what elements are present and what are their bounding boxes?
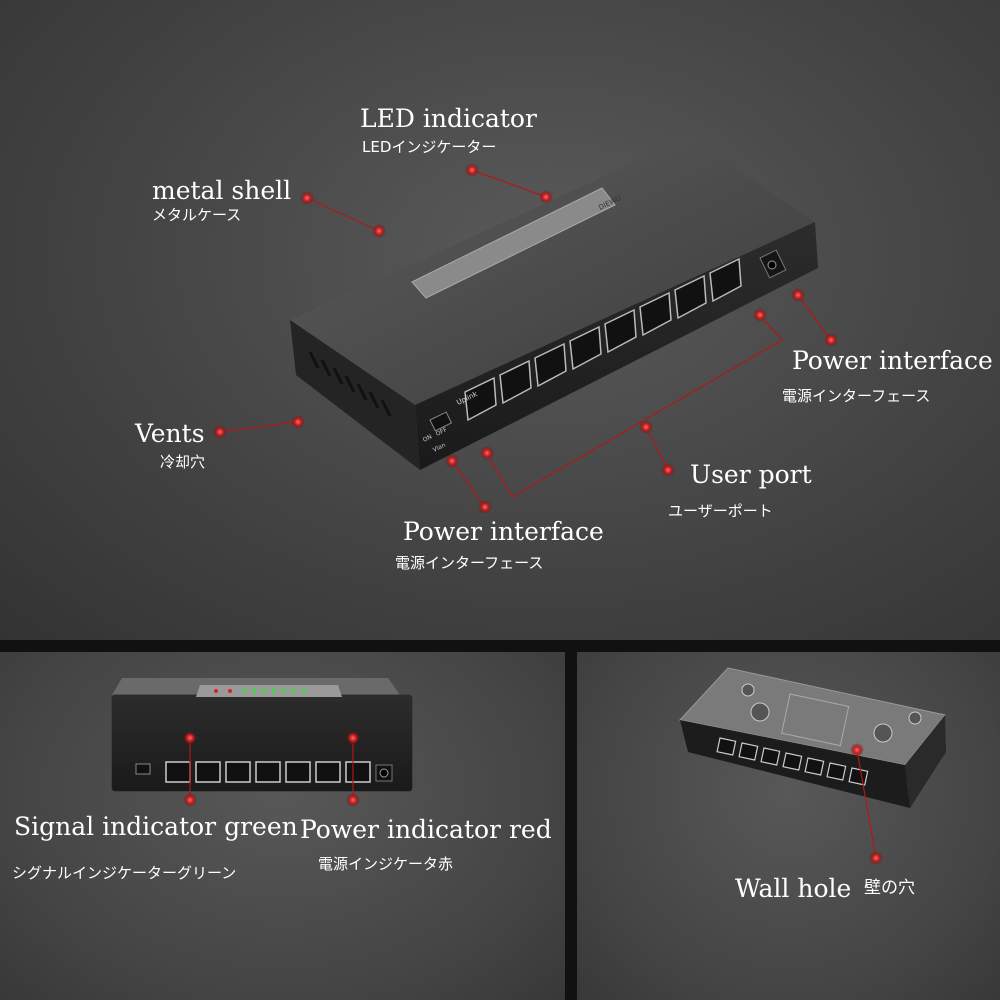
label-led-en: LED indicator <box>360 104 537 133</box>
switch-front-view <box>111 678 413 792</box>
switch-underside-view <box>679 667 946 808</box>
user-ports <box>464 257 742 422</box>
switch-main: DIEWU Uplink ON OFF Vlan <box>290 137 818 470</box>
label-user-port-jp: ユーザーポート <box>668 502 773 520</box>
label-power-indicator-jp: 電源インジケータ赤 <box>318 855 454 873</box>
led-strip <box>411 187 616 299</box>
side-vents <box>308 351 392 417</box>
switch-on-label: ON <box>422 433 433 443</box>
label-power-right-jp: 電源インターフェース <box>782 387 931 405</box>
front-ports <box>165 761 371 783</box>
vlan-switch <box>429 411 453 432</box>
label-signal-jp: シグナルインジケーターグリーン <box>12 864 237 882</box>
label-user-port-en: User port <box>690 460 812 489</box>
marker-dots-top <box>213 163 838 514</box>
horizontal-divider <box>0 640 1000 652</box>
dc-jack-hole <box>767 260 777 270</box>
switch-side-face <box>290 320 420 470</box>
vertical-divider <box>565 652 577 1000</box>
label-shell-en: metal shell <box>152 176 292 205</box>
leader-line-wall <box>856 749 877 859</box>
switch-off-label: OFF <box>435 426 449 438</box>
label-power-right-en: Power interface <box>792 346 993 375</box>
underside-ports <box>716 737 869 786</box>
switch-top-face <box>290 137 815 405</box>
label-power-indicator-en: Power indicator red <box>300 815 552 844</box>
front-leds <box>214 689 306 693</box>
marker-dots-front <box>183 731 360 807</box>
marker-dots-wall <box>850 743 883 865</box>
label-shell-jp: メタルケース <box>152 206 242 224</box>
label-led-jp: LEDインジケーター <box>362 138 497 156</box>
label-vents-en: Vents <box>135 419 205 448</box>
label-wall-hole-jp: 壁の穴 <box>864 878 915 898</box>
label-power-left-en: Power interface <box>403 517 604 546</box>
leader-lines-front <box>189 738 354 800</box>
label-vents-jp: 冷却穴 <box>160 453 206 471</box>
label-wall-hole-en: Wall hole <box>735 874 852 903</box>
leader-lines-top <box>219 169 832 508</box>
label-signal-en: Signal indicator green <box>14 812 298 841</box>
label-power-left-jp: 電源インターフェース <box>395 554 544 572</box>
